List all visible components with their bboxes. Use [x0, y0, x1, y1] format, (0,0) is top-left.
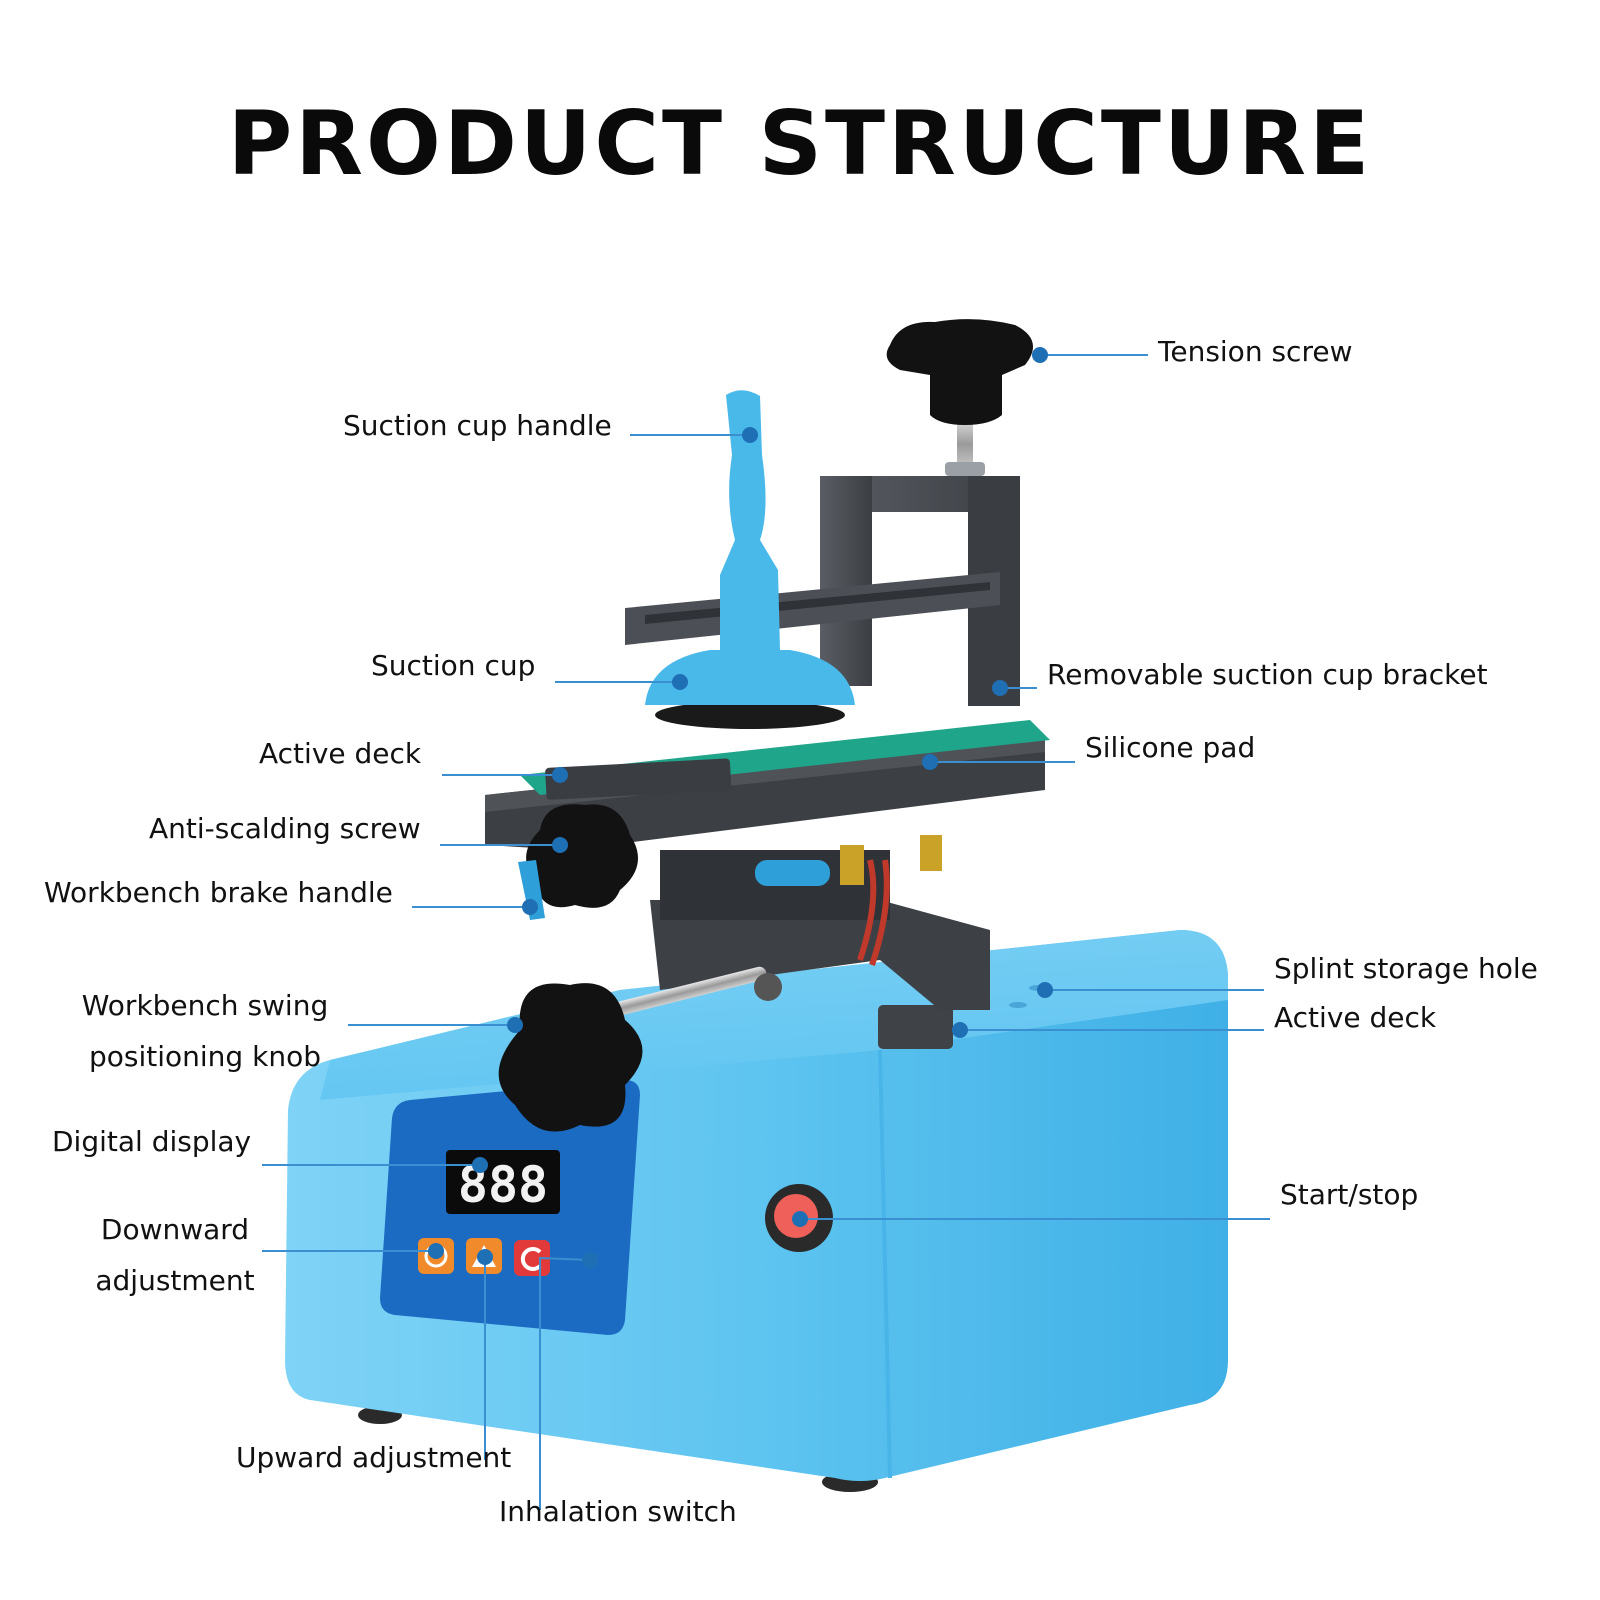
tension-screw[interactable]	[886, 319, 1033, 476]
label-workbench-brake-handle: Workbench brake handle	[44, 876, 393, 909]
label-digital-display: Digital display	[52, 1125, 252, 1158]
label-downward-line1: Downward	[100, 1213, 250, 1246]
marker-dot-swing-knob	[507, 1017, 523, 1033]
anti-scalding-screw-knob[interactable]	[526, 804, 638, 908]
leader-line-inhalation-switch	[539, 1256, 591, 1510]
label-suction-cup-handle: Suction cup handle	[343, 409, 612, 442]
marker-dot-removable-bracket	[992, 680, 1008, 696]
marker-dot-silicone-pad	[922, 754, 938, 770]
workbench-swing-knob[interactable]	[498, 983, 643, 1132]
marker-dot-splint-storage-hole	[1037, 982, 1053, 998]
marker-dot-start-stop	[792, 1211, 808, 1227]
page-title: PRODUCT STRUCTURE	[227, 92, 1373, 195]
workbench-brake-handle[interactable]	[518, 860, 545, 920]
marker-dot-tension-screw	[1032, 347, 1048, 363]
label-splint-storage-hole: Splint storage hole	[1274, 952, 1538, 985]
label-anti-scalding-screw: Anti-scalding screw	[149, 812, 421, 845]
marker-dot-suction-cup-handle	[742, 427, 758, 443]
suction-cup	[645, 650, 855, 705]
upper-active-deck	[545, 758, 732, 800]
label-inhalation-switch: Inhalation switch	[499, 1495, 737, 1528]
marker-dot-inhalation-switch	[582, 1252, 598, 1268]
suction-cup-bracket	[625, 476, 1020, 706]
label-downward-line2: adjustment	[95, 1264, 255, 1297]
marker-dot-anti-scalding-screw	[552, 837, 568, 853]
lower-active-deck	[878, 1005, 953, 1049]
callout-lines	[262, 347, 1270, 1510]
power-icon	[520, 1247, 542, 1271]
swing-mechanism	[586, 835, 990, 1023]
work-deck	[485, 720, 1050, 850]
marker-dot-upward-adjustment	[477, 1249, 493, 1265]
label-swing-knob-line1: Workbench swing	[81, 989, 329, 1022]
marker-dot-suction-cup	[672, 674, 688, 690]
suction-cup-handle[interactable]	[720, 390, 780, 650]
label-active-deck-top: Active deck	[259, 737, 422, 770]
marker-dot-digital-display	[472, 1157, 488, 1173]
suction-cup-assembly	[645, 390, 855, 729]
label-upward-adjustment: Upward adjustment	[236, 1441, 512, 1474]
marker-dot-downward-adjustment	[428, 1243, 444, 1259]
blue-coupler	[755, 860, 830, 886]
label-suction-cup: Suction cup	[371, 649, 536, 682]
label-silicone-pad: Silicone pad	[1085, 731, 1256, 764]
label-active-deck-lower: Active deck	[1274, 1001, 1437, 1034]
label-tension-screw: Tension screw	[1158, 335, 1353, 368]
label-removable-suction-cup-bracket: Removable suction cup bracket	[1047, 658, 1488, 691]
label-start-stop: Start/stop	[1280, 1178, 1419, 1211]
label-swing-knob-line2: positioning knob	[89, 1040, 321, 1073]
marker-dot-active-deck-top	[552, 767, 568, 783]
marker-dot-active-deck-lower	[952, 1022, 968, 1038]
marker-dot-workbench-brake-handle	[522, 899, 538, 915]
